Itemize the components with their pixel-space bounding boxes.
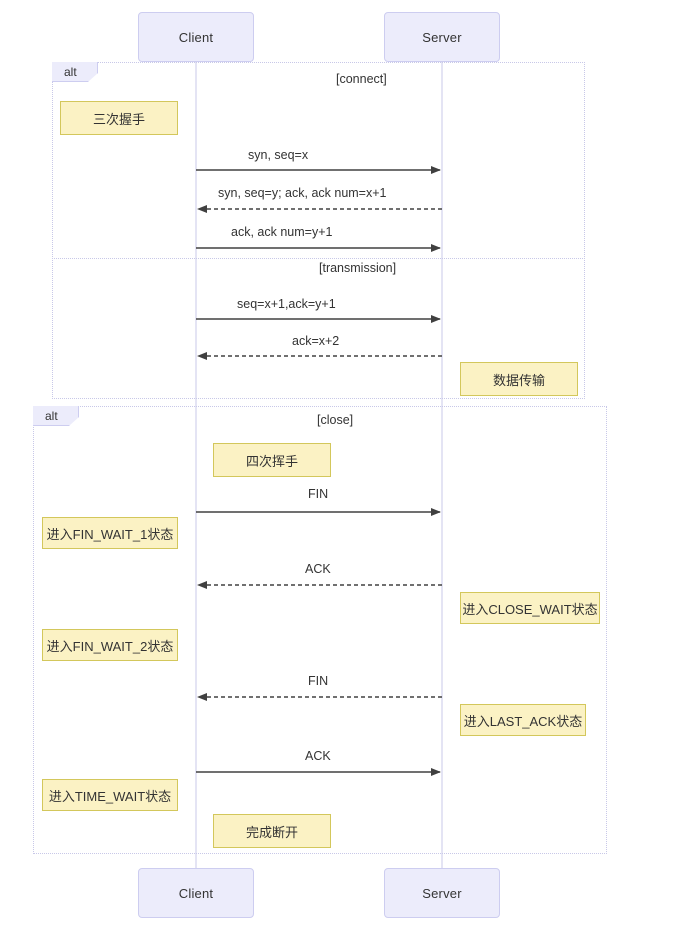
- fragment-close-kind-label: alt: [33, 406, 79, 426]
- fragment-connect-operand-guard-0: [connect]: [336, 72, 387, 86]
- msg-data-ack-label: ack=x+2: [292, 334, 340, 348]
- note-disconnect-done: 完成断开: [213, 814, 331, 848]
- fragment-connect-operand-guard-1: [transmission]: [319, 261, 397, 275]
- fragment-close-operand-guard-0: [close]: [317, 413, 354, 427]
- msg-syn-label: syn, seq=x: [248, 148, 309, 162]
- note-data-transfer: 数据传输: [460, 362, 578, 396]
- actor-server-top[interactable]: Server: [384, 12, 500, 62]
- msg-ack-y1-label: ack, ack num=y+1: [231, 225, 333, 239]
- msg-ack-1-label: ACK: [305, 562, 331, 576]
- msg-fin-2-label: FIN: [308, 674, 329, 688]
- note-time-wait: 进入TIME_WAIT状态: [42, 779, 178, 811]
- note-handshake3: 三次握手: [60, 101, 178, 135]
- note-close-wait: 进入CLOSE_WAIT状态: [460, 592, 600, 624]
- msg-data-seq-label: seq=x+1,ack=y+1: [237, 297, 336, 311]
- msg-ack-2-label: ACK: [305, 749, 331, 763]
- actor-client-top[interactable]: Client: [138, 12, 254, 62]
- note-wavehand4: 四次挥手: [213, 443, 331, 477]
- fragment-close: [33, 406, 607, 854]
- fragment-connect: [52, 62, 585, 399]
- actor-server-bottom[interactable]: Server: [384, 868, 500, 918]
- msg-syn-ack-label: syn, seq=y; ack, ack num=x+1: [218, 186, 387, 200]
- fragment-connect-operand-divider-1: [52, 258, 585, 259]
- note-fin-wait-2: 进入FIN_WAIT_2状态: [42, 629, 178, 661]
- actor-client-bottom[interactable]: Client: [138, 868, 254, 918]
- note-last-ack: 进入LAST_ACK状态: [460, 704, 586, 736]
- note-fin-wait-1: 进入FIN_WAIT_1状态: [42, 517, 178, 549]
- fragment-connect-kind-label: alt: [52, 62, 98, 82]
- msg-fin-1-label: FIN: [308, 487, 329, 501]
